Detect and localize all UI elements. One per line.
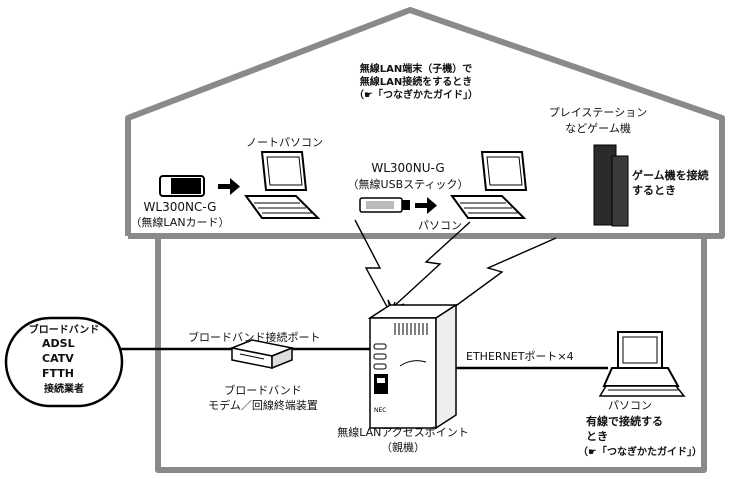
pc-wired-label: パソコン: [608, 399, 652, 412]
wireless-usb-stick-icon: [359, 197, 410, 213]
access-point-line1: 無線LANアクセスポイント: [337, 426, 469, 439]
pc-wired-note-line1: 有線で接続する: [586, 415, 663, 428]
wireless-access-point-icon: NEC: [367, 303, 459, 430]
wireless-note-line1: 無線LAN端末（子機）で: [359, 64, 473, 75]
wl-usb-model: WL300NU-G: [371, 161, 445, 175]
wl-usb-desc: （無線USBスティック）: [347, 178, 469, 191]
isp-service-catv: CATV: [42, 352, 74, 365]
house-lower-floor: [155, 236, 707, 473]
notebook-pc-label: ノートパソコン: [246, 136, 323, 149]
isp-badge: [4, 316, 124, 408]
wireless-note-line3: （☛「つなぎかたガイド」）: [354, 90, 478, 101]
game-note-line1: ゲーム機を接続: [632, 169, 709, 182]
wl-card-model: WL300NC-G: [143, 200, 217, 214]
game-console-icon: [593, 144, 629, 227]
isp-footer: 接続業者: [44, 384, 84, 395]
ethernet-port-label: ETHERNETポート×4: [466, 350, 574, 363]
isp-service-adsl: ADSL: [42, 337, 75, 350]
game-title-line1: プレイステーション: [548, 106, 648, 119]
arrow-icon: [218, 178, 240, 195]
isp-title: ブロードバンド: [28, 325, 100, 336]
access-point-line2: （親機）: [381, 441, 425, 454]
desktop-pc-icon: [598, 331, 686, 397]
modem-line1: ブロードバンド: [224, 384, 302, 397]
notebook-pc-icon: [244, 151, 321, 219]
pc-wired-note-line2: とき: [586, 430, 608, 443]
arrow-icon: [415, 197, 437, 214]
game-title-line2: などゲーム機: [565, 122, 631, 135]
pc-wired-note-line3: （☛「つなぎかたガイド」）: [578, 447, 702, 458]
broadband-modem-icon: [229, 339, 295, 370]
wl-card-desc: （無線LANカード）: [130, 216, 230, 229]
wireless-lan-card-icon: [159, 175, 205, 197]
pc-upper-label: パソコン: [418, 219, 462, 232]
broadband-port-label: ブロードバンド接続ポート: [188, 331, 321, 344]
ap-brand-label: NEC: [374, 407, 386, 414]
game-note-line2: するとき: [632, 184, 676, 197]
wireless-note-line2: 無線LAN接続をするとき: [359, 77, 473, 88]
modem-line2: モデム／回線終端装置: [208, 399, 318, 412]
isp-service-ftth: FTTH: [42, 367, 74, 380]
notebook-pc-icon: [450, 151, 528, 219]
